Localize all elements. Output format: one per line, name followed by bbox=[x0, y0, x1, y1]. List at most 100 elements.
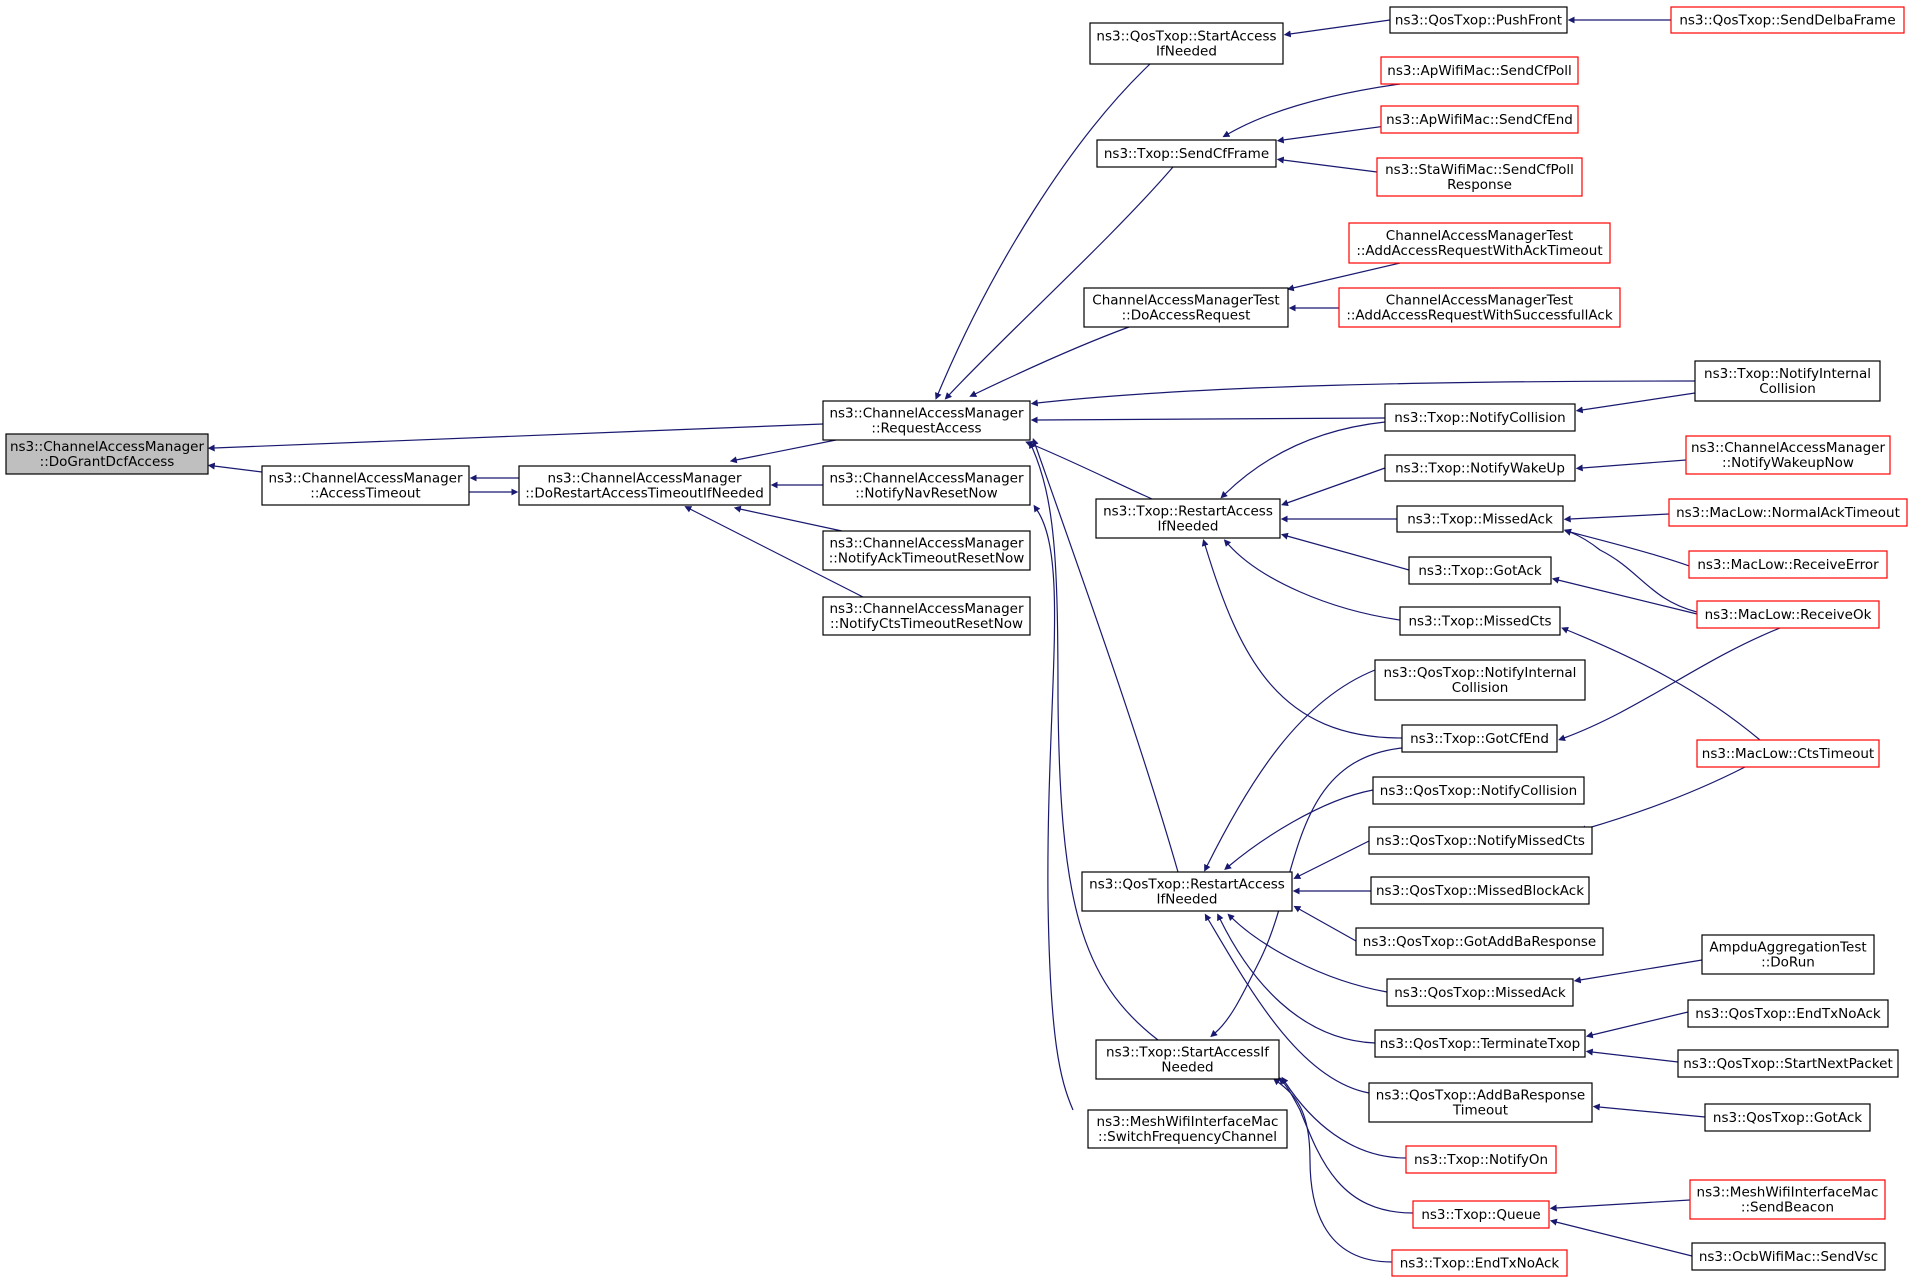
edge-camtDoAccess-addAckTimeout bbox=[1286, 262, 1401, 292]
node-label-line: ::AddAccessRequestWithSuccessfullAck bbox=[1346, 308, 1613, 324]
node-receiveError[interactable]: ns3::MacLow::ReceiveError bbox=[1688, 550, 1888, 579]
node-box bbox=[1081, 871, 1293, 912]
node-label-line: ns3::QosTxop::AddBaResponse bbox=[1376, 1088, 1585, 1104]
node-accessTimeout[interactable]: ns3::ChannelAccessManager::AccessTimeout bbox=[261, 465, 470, 506]
node-qosGotAddBa[interactable]: ns3::QosTxop::GotAddBaResponse bbox=[1355, 927, 1604, 956]
node-txopQueue[interactable]: ns3::Txop::Queue bbox=[1412, 1200, 1550, 1229]
node-txopMissedAck[interactable]: ns3::Txop::MissedAck bbox=[1396, 505, 1564, 533]
edge-qosRestart-qosNotifyIntColl bbox=[1204, 669, 1376, 872]
edge-qosRestart-qosNotifyMissedCts bbox=[1293, 840, 1370, 879]
node-label-line: ns3::ChannelAccessManager bbox=[547, 471, 742, 487]
node-camtDoAccess[interactable]: ChannelAccessManagerTest::DoAccessReques… bbox=[1083, 287, 1289, 328]
node-pushFront[interactable]: ns3::QosTxop::PushFront bbox=[1389, 6, 1568, 34]
edge-qosRestart-qosMissedAck bbox=[1227, 913, 1388, 993]
edge-txopMissedCts-ctsTimeout bbox=[1561, 627, 1761, 741]
node-addSuccessAck[interactable]: ChannelAccessManagerTest::AddAccessReque… bbox=[1338, 287, 1621, 328]
node-qosEndTxNoAck[interactable]: ns3::QosTxop::EndTxNoAck bbox=[1687, 999, 1889, 1028]
edge-txopRestart-gotCfEnd bbox=[1201, 538, 1403, 739]
node-sendCfPoll[interactable]: ns3::ApWifiMac::SendCfPoll bbox=[1380, 56, 1579, 85]
edge-qosStartAccess-pushFront bbox=[1283, 19, 1391, 38]
node-label-line: ns3::QosTxop::StartNextPacket bbox=[1683, 1056, 1893, 1072]
edge-gotCfEnd-receiveOk bbox=[1558, 627, 1781, 742]
node-ocbSendVsc[interactable]: ns3::OcbWifiMac::SendVsc bbox=[1691, 1242, 1886, 1271]
edge-txopRestart-txopGotAck bbox=[1280, 532, 1410, 571]
node-label-line: ns3::QosTxop::MissedAck bbox=[1394, 985, 1566, 1001]
node-txopNotifyOn[interactable]: ns3::Txop::NotifyOn bbox=[1405, 1145, 1557, 1174]
node-notifyAckTo[interactable]: ns3::ChannelAccessManager::NotifyAckTime… bbox=[822, 530, 1031, 571]
edge-doRestart-notifyAckTo bbox=[733, 505, 843, 532]
node-box bbox=[1096, 139, 1277, 168]
node-label-line: ::NotifyNavResetNow bbox=[855, 486, 997, 502]
node-meshSendBeacon[interactable]: ns3::MeshWifiInterfaceMac::SendBeacon bbox=[1689, 1179, 1886, 1220]
node-receiveOk[interactable]: ns3::MacLow::ReceiveOk bbox=[1696, 600, 1880, 629]
edge-txopMissedAck-receiveOk bbox=[1564, 529, 1698, 613]
node-label-line: ns3::ChannelAccessManager bbox=[268, 471, 463, 487]
node-normalAckTo[interactable]: ns3::MacLow::NormalAckTimeout bbox=[1668, 498, 1908, 527]
node-box bbox=[1701, 934, 1875, 975]
node-label-line: ns3::Txop::NotifyWakeUp bbox=[1395, 461, 1565, 477]
node-box bbox=[1389, 6, 1568, 34]
node-label-line: ::DoRun bbox=[1761, 955, 1815, 971]
node-label-line: AmpduAggregationTest bbox=[1709, 940, 1866, 956]
node-txopNotifyColl[interactable]: ns3::Txop::NotifyCollision bbox=[1384, 403, 1576, 432]
node-camNotifyWake[interactable]: ns3::ChannelAccessManager::NotifyWakeupN… bbox=[1685, 435, 1891, 475]
edge-txopStartAccess-txopQueue bbox=[1278, 1077, 1414, 1214]
node-txopEndTxNoAck[interactable]: ns3::Txop::EndTxNoAck bbox=[1391, 1249, 1568, 1277]
node-qosNotifyColl[interactable]: ns3::QosTxop::NotifyCollision bbox=[1372, 776, 1585, 805]
node-qosGotAck[interactable]: ns3::QosTxop::GotAck bbox=[1704, 1103, 1871, 1132]
edge-requestAccess-qosStartAccess bbox=[935, 63, 1151, 400]
node-label-line: ns3::StaWifiMac::SendCfPoll bbox=[1385, 162, 1574, 178]
node-qosMissedAck[interactable]: ns3::QosTxop::MissedAck bbox=[1386, 978, 1574, 1007]
node-box bbox=[518, 465, 771, 506]
edge-txopRestart-txopMissedCts bbox=[1223, 539, 1401, 621]
node-label-line: ns3::Txop::MissedAck bbox=[1407, 512, 1553, 528]
node-label-line: ::SwitchFrequencyChannel bbox=[1098, 1129, 1277, 1145]
node-txopMissedCts[interactable]: ns3::Txop::MissedCts bbox=[1399, 606, 1561, 636]
node-label-line: ns3::ChannelAccessManager bbox=[10, 439, 205, 455]
edge-doRestart-notifyCtsTo bbox=[684, 506, 864, 598]
node-sendCfFrame[interactable]: ns3::Txop::SendCfFrame bbox=[1096, 139, 1277, 168]
node-label-line: ns3::ChannelAccessManager bbox=[829, 406, 1024, 422]
node-label-line: ns3::QosTxop::NotifyCollision bbox=[1380, 783, 1577, 799]
node-addAckTimeout[interactable]: ChannelAccessManagerTest::AddAccessReque… bbox=[1348, 222, 1611, 264]
node-qosStartNext[interactable]: ns3::QosTxop::StartNextPacket bbox=[1677, 1049, 1899, 1078]
node-notifyNav[interactable]: ns3::ChannelAccessManager::NotifyNavRese… bbox=[822, 465, 1031, 506]
node-requestAccess[interactable]: ns3::ChannelAccessManager::RequestAccess bbox=[822, 400, 1031, 441]
node-box bbox=[1095, 498, 1281, 539]
node-qosNotifyMissedCts[interactable]: ns3::QosTxop::NotifyMissedCts bbox=[1368, 826, 1593, 855]
node-doRestart[interactable]: ns3::ChannelAccessManager::DoRestartAcce… bbox=[518, 465, 771, 506]
node-sendDelba[interactable]: ns3::QosTxop::SendDelbaFrame bbox=[1670, 6, 1905, 34]
edge-qosRestart-qosNotifyColl bbox=[1224, 789, 1374, 871]
node-ctsTimeout[interactable]: ns3::MacLow::CtsTimeout bbox=[1696, 739, 1880, 768]
node-label-line: ChannelAccessManagerTest bbox=[1386, 228, 1573, 244]
node-qosMissedBlockAck[interactable]: ns3::QosTxop::MissedBlockAck bbox=[1370, 876, 1590, 905]
node-label-line: ns3::OcbWifiMac::SendVsc bbox=[1699, 1249, 1878, 1265]
node-meshSwitch[interactable]: ns3::MeshWifiInterfaceMac::SwitchFrequen… bbox=[1087, 1109, 1288, 1149]
node-label-line: Collision bbox=[1452, 680, 1509, 696]
node-txopNotifyWake[interactable]: ns3::Txop::NotifyWakeUp bbox=[1384, 454, 1576, 482]
node-label-line: IfNeeded bbox=[1158, 519, 1219, 535]
node-label-line: ChannelAccessManagerTest bbox=[1092, 293, 1279, 309]
node-label-line: IfNeeded bbox=[1157, 892, 1218, 908]
node-qosTerminate[interactable]: ns3::QosTxop::TerminateTxop bbox=[1374, 1029, 1586, 1058]
node-box bbox=[1380, 56, 1579, 85]
node-box bbox=[1689, 1179, 1886, 1220]
edge-txopStartAccess-gotCfEnd bbox=[1210, 747, 1403, 1038]
node-notifyCtsTo[interactable]: ns3::ChannelAccessManager::NotifyCtsTime… bbox=[822, 596, 1031, 636]
node-label-line: ns3::ChannelAccessManager bbox=[829, 471, 1024, 487]
node-ampduDoRun[interactable]: AmpduAggregationTest::DoRun bbox=[1701, 934, 1875, 975]
node-box bbox=[1087, 1109, 1288, 1149]
edge-qosTerminate-qosEndTxNoAck bbox=[1585, 1011, 1689, 1039]
node-sendCfEnd[interactable]: ns3::ApWifiMac::SendCfEnd bbox=[1380, 105, 1579, 134]
node-gotCfEnd[interactable]: ns3::Txop::GotCfEnd bbox=[1401, 724, 1558, 753]
node-txopGotAck[interactable]: ns3::Txop::GotAck bbox=[1408, 556, 1552, 585]
node-label-line: ns3::Txop::SendCfFrame bbox=[1104, 146, 1269, 162]
